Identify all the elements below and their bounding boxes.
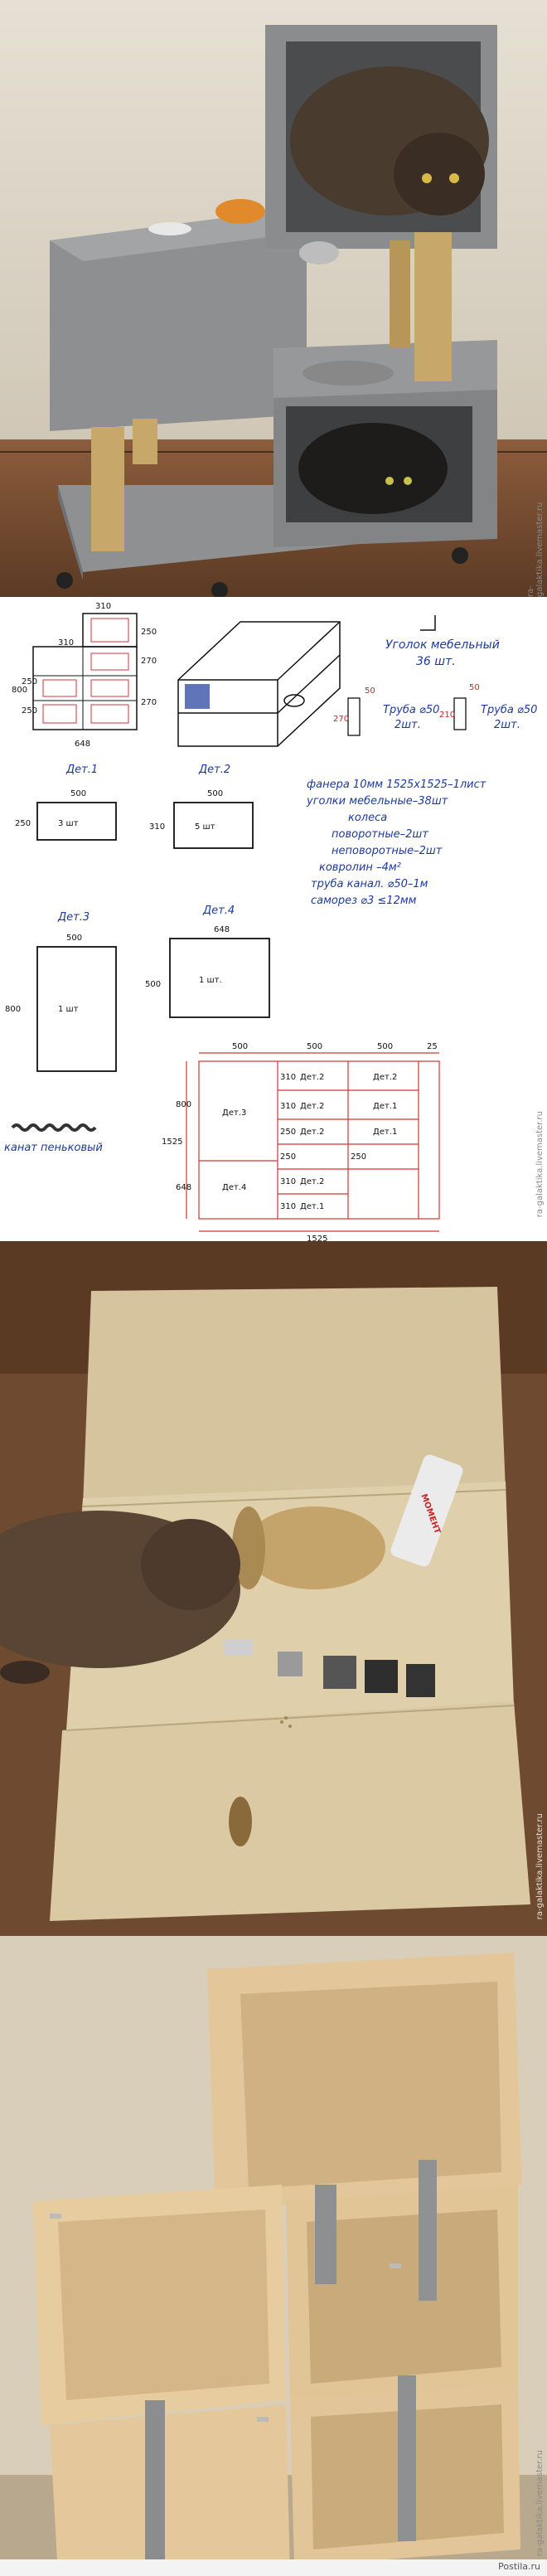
svg-text:Дет.1: Дет.1 bbox=[65, 764, 98, 776]
svg-text:саморез ⌀3 ≤12мм: саморез ⌀3 ≤12мм bbox=[311, 895, 417, 907]
svg-text:310: 310 bbox=[149, 822, 165, 832]
watermark-text: ra-galaktika.livemaster.ru bbox=[535, 1111, 545, 1218]
svg-text:Дет.2: Дет.2 bbox=[198, 764, 230, 776]
svg-text:500: 500 bbox=[70, 789, 86, 798]
svg-text:500: 500 bbox=[232, 1042, 248, 1051]
svg-text:5 шт: 5 шт bbox=[195, 822, 215, 832]
blueprint-diagram: 310 648 800 250 270 270 250 250 310 Угол… bbox=[0, 597, 547, 1241]
box-3d-schematic bbox=[177, 621, 341, 747]
svg-text:3 шт: 3 шт bbox=[58, 819, 79, 828]
svg-text:1525: 1525 bbox=[307, 1235, 327, 1241]
site-footer: Postila.ru bbox=[0, 2559, 547, 2576]
svg-text:колеса: колеса bbox=[348, 812, 387, 824]
svg-text:Дет.1: Дет.1 bbox=[373, 1128, 397, 1137]
photo-finished-cat-house: ra-galaktika.livemaster.ru bbox=[0, 0, 547, 597]
blueprint-svg: 310 648 800 250 270 270 250 250 310 Угол… bbox=[4, 602, 537, 1241]
svg-text:250: 250 bbox=[280, 1152, 296, 1162]
part-2: Дет.2 500 310 5 шт bbox=[149, 764, 254, 849]
svg-text:500: 500 bbox=[307, 1042, 322, 1051]
svg-text:1 шт: 1 шт bbox=[58, 1005, 79, 1014]
svg-text:800: 800 bbox=[5, 1005, 21, 1014]
svg-text:уголки мебельные–38шт: уголки мебельные–38шт bbox=[306, 795, 448, 808]
svg-text:250: 250 bbox=[280, 1128, 296, 1137]
dim-270-b: 270 bbox=[141, 698, 157, 707]
tube-270: 50 270 Труба ⌀50 2шт. bbox=[333, 686, 439, 736]
svg-text:неповоротные–2шт: неповоротные–2шт bbox=[332, 845, 443, 857]
svg-text:25: 25 bbox=[427, 1042, 438, 1051]
svg-text:Дет.2: Дет.2 bbox=[300, 1073, 324, 1082]
svg-text:1525: 1525 bbox=[162, 1138, 182, 1147]
tube1-label: Труба ⌀50 bbox=[383, 704, 439, 716]
part-1: Дет.1 500 250 3 шт bbox=[15, 764, 117, 841]
tube1-qty: 2шт. bbox=[395, 719, 421, 731]
svg-text:500: 500 bbox=[145, 980, 161, 989]
front-view-schematic bbox=[32, 613, 138, 730]
dim-310-b: 310 bbox=[58, 638, 74, 648]
svg-text:Дет.4: Дет.4 bbox=[222, 1183, 246, 1192]
finished-house-illustration bbox=[0, 0, 547, 597]
svg-text:500: 500 bbox=[66, 934, 82, 943]
svg-text:Дет.1: Дет.1 bbox=[300, 1202, 324, 1211]
svg-text:фанера 10мм 1525х1525–1лист: фанера 10мм 1525х1525–1лист bbox=[307, 779, 486, 791]
svg-text:Дет.2: Дет.2 bbox=[300, 1177, 324, 1186]
dim-270-a: 270 bbox=[141, 657, 157, 666]
svg-text:310: 310 bbox=[280, 1073, 296, 1082]
tube2-qty: 2шт. bbox=[494, 719, 520, 731]
part-3: Дет.3 500 800 1 шт bbox=[5, 911, 117, 1072]
svg-text:250: 250 bbox=[15, 819, 31, 828]
dim-250-b: 250 bbox=[22, 677, 37, 686]
svg-text:Дет.2: Дет.2 bbox=[300, 1102, 324, 1111]
svg-text:270: 270 bbox=[333, 715, 349, 724]
svg-text:ковролин –4м²: ковролин –4м² bbox=[319, 861, 401, 874]
dim-250-c: 250 bbox=[22, 706, 37, 716]
part-4: Дет.4 648 500 1 шт. bbox=[145, 905, 270, 1018]
svg-text:Дет.3: Дет.3 bbox=[222, 1109, 246, 1118]
rope-sample: канат пеньковый bbox=[4, 1123, 103, 1154]
svg-text:Дет.2: Дет.2 bbox=[373, 1073, 397, 1082]
svg-text:поворотные–2шт: поворотные–2шт bbox=[332, 828, 428, 841]
footer-site-name: Postila.ru bbox=[498, 2561, 540, 2572]
dim-800: 800 bbox=[12, 686, 27, 695]
watermark-text: ra-galaktika.livemaster.ru bbox=[535, 2450, 545, 2557]
watermark-text: ra-galaktika.livemaster.ru bbox=[535, 1813, 545, 1920]
svg-text:500: 500 bbox=[377, 1042, 393, 1051]
svg-text:648: 648 bbox=[214, 925, 230, 934]
dim-648: 648 bbox=[75, 740, 90, 749]
watermark-text: ra-galaktika.livemaster.ru bbox=[526, 502, 545, 597]
corner-qty: 36 шт. bbox=[416, 655, 456, 668]
svg-text:500: 500 bbox=[207, 789, 223, 798]
svg-text:800: 800 bbox=[176, 1100, 191, 1109]
svg-text:50: 50 bbox=[469, 683, 480, 692]
svg-text:210: 210 bbox=[439, 711, 455, 720]
svg-text:50: 50 bbox=[365, 686, 375, 696]
svg-text:648: 648 bbox=[176, 1183, 191, 1192]
dim-250-a: 250 bbox=[141, 628, 157, 637]
svg-text:Дет.3: Дет.3 bbox=[57, 911, 90, 924]
photo-materials-plywood: МОМЕНТ ra-galaktika.livemaster.ru bbox=[0, 1241, 547, 1936]
svg-text:310: 310 bbox=[280, 1202, 296, 1211]
svg-text:труба канал. ⌀50–1м: труба канал. ⌀50–1м bbox=[311, 878, 428, 890]
tube2-label: Труба ⌀50 bbox=[481, 704, 537, 716]
svg-text:Дет.4: Дет.4 bbox=[202, 905, 235, 917]
materials-illustration: МОМЕНТ bbox=[0, 1241, 547, 1936]
tube-210: 50 210 Труба ⌀50 2шт. bbox=[439, 683, 537, 731]
svg-text:Дет.1: Дет.1 bbox=[373, 1102, 397, 1111]
svg-text:1 шт.: 1 шт. bbox=[199, 976, 222, 985]
sheet-cut-layout: 500 500 500 25 1525 800 648 1525 310 310… bbox=[162, 1042, 440, 1241]
svg-text:канат пеньковый: канат пеньковый bbox=[4, 1142, 103, 1154]
svg-text:310: 310 bbox=[280, 1177, 296, 1186]
svg-text:Дет.2: Дет.2 bbox=[300, 1128, 324, 1137]
photo-assembled-frame: ra-galaktika.livemaster.ru bbox=[0, 1936, 547, 2576]
svg-text:250: 250 bbox=[351, 1152, 366, 1162]
corner-label: Уголок мебельный bbox=[385, 638, 500, 652]
svg-text:310: 310 bbox=[280, 1102, 296, 1111]
dim-310: 310 bbox=[95, 602, 111, 611]
materials-list: фанера 10мм 1525х1525–1лист уголки мебел… bbox=[306, 779, 486, 907]
frame-illustration bbox=[0, 1936, 547, 2576]
